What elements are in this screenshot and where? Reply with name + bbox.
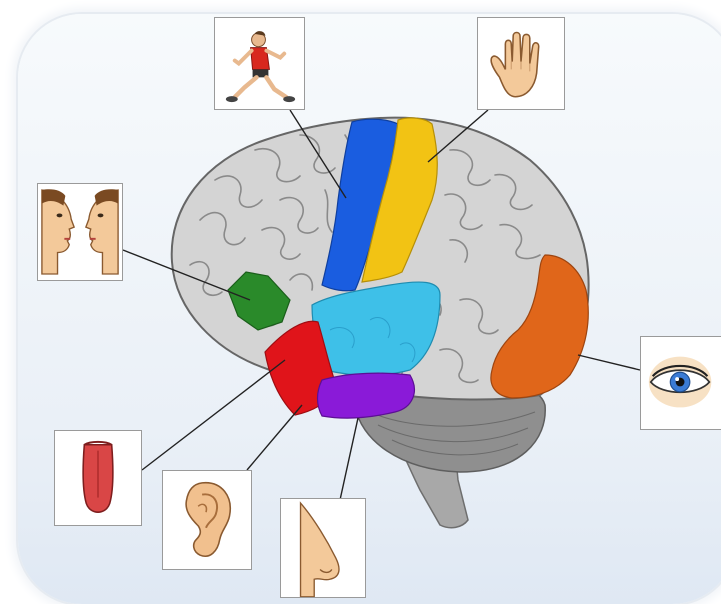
hand-icon — [478, 18, 564, 109]
leader-nose — [340, 418, 358, 500]
leader-ear — [247, 405, 302, 470]
card-ear — [162, 470, 252, 570]
card-eye — [640, 336, 721, 430]
tongue-icon — [55, 431, 141, 525]
running-person-icon — [215, 18, 304, 109]
leader-eye — [578, 355, 640, 370]
eye-icon — [641, 337, 721, 429]
card-nose — [280, 498, 366, 598]
card-tongue — [54, 430, 142, 526]
card-running — [214, 17, 305, 110]
talking-faces-icon — [38, 184, 122, 280]
card-faces — [37, 183, 123, 281]
card-hand — [477, 17, 565, 110]
ear-icon — [163, 471, 251, 569]
nose-icon — [281, 499, 365, 597]
leader-tongue — [142, 360, 285, 470]
